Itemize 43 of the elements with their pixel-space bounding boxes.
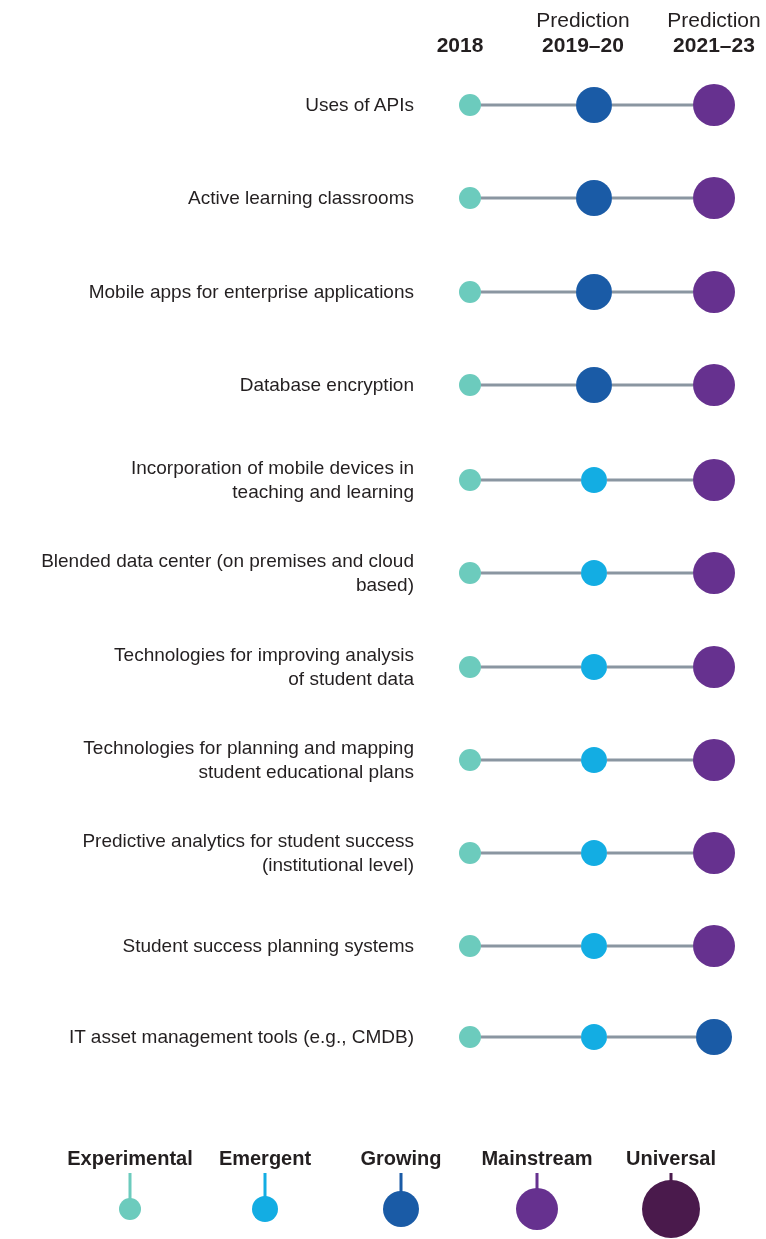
connector-line xyxy=(612,290,693,294)
connector-line xyxy=(481,665,581,669)
connector-line xyxy=(481,571,581,575)
legend-label: Growing xyxy=(360,1146,442,1170)
connector-line xyxy=(612,196,693,200)
row-label: Technologies for planning and mapping student educational plans xyxy=(82,736,414,784)
row-label: Incorporation of mobile devices in teaching and learning xyxy=(129,456,414,504)
row-label: Blended data center (on premises and cloud based) xyxy=(40,549,414,597)
connector-line xyxy=(481,758,581,762)
row-label: Uses of APIs xyxy=(305,93,414,117)
connector-line xyxy=(607,571,693,575)
connector-line xyxy=(481,944,581,948)
legend-label: Emergent xyxy=(218,1146,312,1170)
column-heading: Prediction xyxy=(667,8,761,32)
row-label: Database encryption xyxy=(239,373,414,397)
connector-line xyxy=(481,196,576,200)
connector-line xyxy=(612,383,693,387)
connector-line xyxy=(481,290,576,294)
connector-line xyxy=(481,478,581,482)
column-year: 2021–23 xyxy=(673,33,755,57)
legend-label: Universal xyxy=(625,1146,717,1170)
connector-line xyxy=(607,758,693,762)
row-label: Predictive analytics for student success (institutional level) xyxy=(81,829,414,877)
legend-label: Experimental xyxy=(67,1146,193,1170)
connector-line xyxy=(481,1035,581,1039)
connector-line xyxy=(481,103,576,107)
column-year: 2019–20 xyxy=(542,33,624,57)
column-year: 2018 xyxy=(436,33,484,57)
connector-line xyxy=(607,851,693,855)
connector-line xyxy=(612,103,693,107)
row-label: Technologies for improving analysis of student data xyxy=(113,643,414,691)
column-heading: Prediction xyxy=(536,8,630,32)
connector-line xyxy=(481,383,576,387)
row-label: Active learning classrooms xyxy=(188,186,414,210)
row-label: Student success planning systems xyxy=(122,934,414,958)
row-label: Mobile apps for enterprise applications xyxy=(88,280,414,304)
connector-line xyxy=(481,851,581,855)
connector-line xyxy=(607,665,693,669)
connector-line xyxy=(607,1035,696,1039)
connector-line xyxy=(607,944,693,948)
connector-line xyxy=(607,478,693,482)
row-label: IT asset management tools (e.g., CMDB) xyxy=(69,1025,414,1049)
legend-label: Mainstream xyxy=(481,1146,593,1170)
